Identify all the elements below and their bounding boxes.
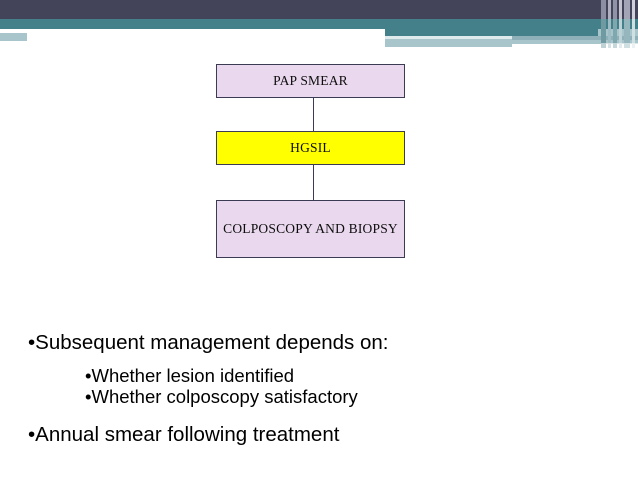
header-stripe-teal-right (385, 19, 638, 36)
header-vertical-stripe-teal-4 (619, 19, 622, 48)
header-vertical-stripe-teal-2 (608, 19, 611, 48)
bullet-subsequent-management: •Subsequent management depends on: (28, 331, 389, 354)
header-stripe-navy (0, 0, 638, 19)
decorative-header-band (0, 0, 638, 48)
flowchart-box-pap-smear: PAP SMEAR (216, 64, 405, 98)
header-vertical-stripe-teal-3 (613, 19, 617, 48)
flowchart-connector-hgsil-to-colposcopy (313, 165, 314, 200)
header-vertical-stripe-base (601, 43, 638, 48)
header-stripe-teal-left (0, 19, 385, 29)
header-vertical-stripe-teal-1 (601, 19, 606, 48)
flowchart-box-hgsil: HGSIL (216, 131, 405, 165)
header-stripe-lightblue-mid (385, 39, 598, 47)
header-vertical-stripe-teal-6 (632, 19, 635, 48)
flowchart-connector-pap-to-hgsil (313, 98, 314, 131)
bullet-annual-smear-following-treatment: •Annual smear following treatment (28, 422, 340, 446)
header-stripe-pale-upper (385, 36, 594, 39)
bullet-whether-lesion-identified: •Whether lesion identified (85, 365, 295, 387)
bullet-whether-colposcopy-satisfactory: •Whether colposcopy satisfactory (85, 385, 358, 407)
flowchart: PAP SMEAR HGSIL COLPOSCOPY AND BIOPSY (216, 64, 405, 258)
header-stripe-pale-lower (512, 44, 638, 48)
header-stripe-medium (512, 36, 638, 40)
body-text-block: •Subsequent management depends on: •Whet… (0, 330, 638, 448)
header-vertical-stripe-teal-5 (624, 19, 630, 48)
header-stripe-lightblue-left (0, 33, 27, 41)
flowchart-box-colposcopy-and-biopsy: COLPOSCOPY AND BIOPSY (216, 200, 405, 258)
